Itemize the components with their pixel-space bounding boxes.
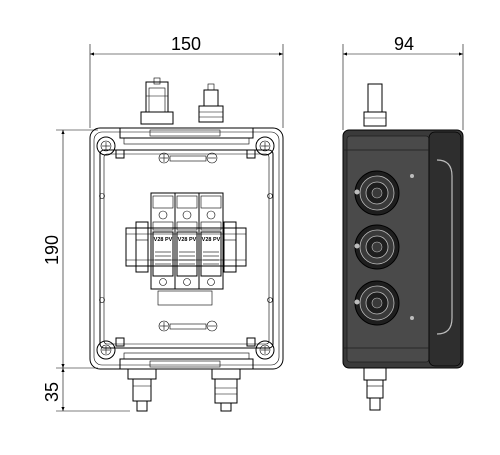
top-connector-right	[198, 83, 224, 123]
dimension-height-label: 190	[42, 235, 62, 265]
spd-module-2: V28 PV	[174, 192, 200, 290]
side-lid-handle	[436, 159, 453, 335]
dimension-connector-label: 35	[42, 382, 62, 402]
bottom-connector-right	[211, 368, 241, 412]
bottom-connector-left	[127, 368, 157, 412]
spd-module-1: V28 PV	[150, 192, 176, 290]
cable-gland-bottom	[354, 280, 400, 326]
corner-screw-tr	[255, 136, 275, 156]
top-connector-left	[140, 77, 174, 125]
dimension-connector: 35	[42, 368, 130, 412]
enclosure-outer	[89, 127, 284, 370]
bottom-terminal-bar	[158, 320, 218, 332]
corner-screw-bl	[96, 340, 116, 360]
spd-module-3-label: V28 PV	[202, 237, 221, 243]
spd-module-1-label: V28 PV	[154, 237, 173, 243]
spd-module-3: V28 PV	[198, 192, 224, 290]
front-view: V28 PV V28 PV V28 PV	[89, 77, 284, 412]
side-view	[342, 83, 464, 411]
corner-screw-br	[255, 340, 275, 360]
enclosure-inner	[99, 149, 274, 349]
dimension-width: 150	[89, 34, 284, 128]
din-rail	[125, 227, 247, 267]
dimension-depth: 94	[342, 34, 464, 130]
spd-module-2-label: V28 PV	[178, 237, 197, 243]
cable-gland-top	[354, 170, 400, 216]
dimension-depth-label: 94	[394, 34, 414, 54]
cable-gland-middle	[354, 224, 400, 270]
side-bottom-connector	[363, 367, 387, 381]
dimension-width-label: 150	[171, 34, 201, 54]
top-terminal-bar	[158, 152, 218, 164]
corner-screw-tl	[96, 136, 116, 156]
side-top-connector	[367, 83, 383, 113]
dimension-height: 190	[42, 129, 98, 369]
